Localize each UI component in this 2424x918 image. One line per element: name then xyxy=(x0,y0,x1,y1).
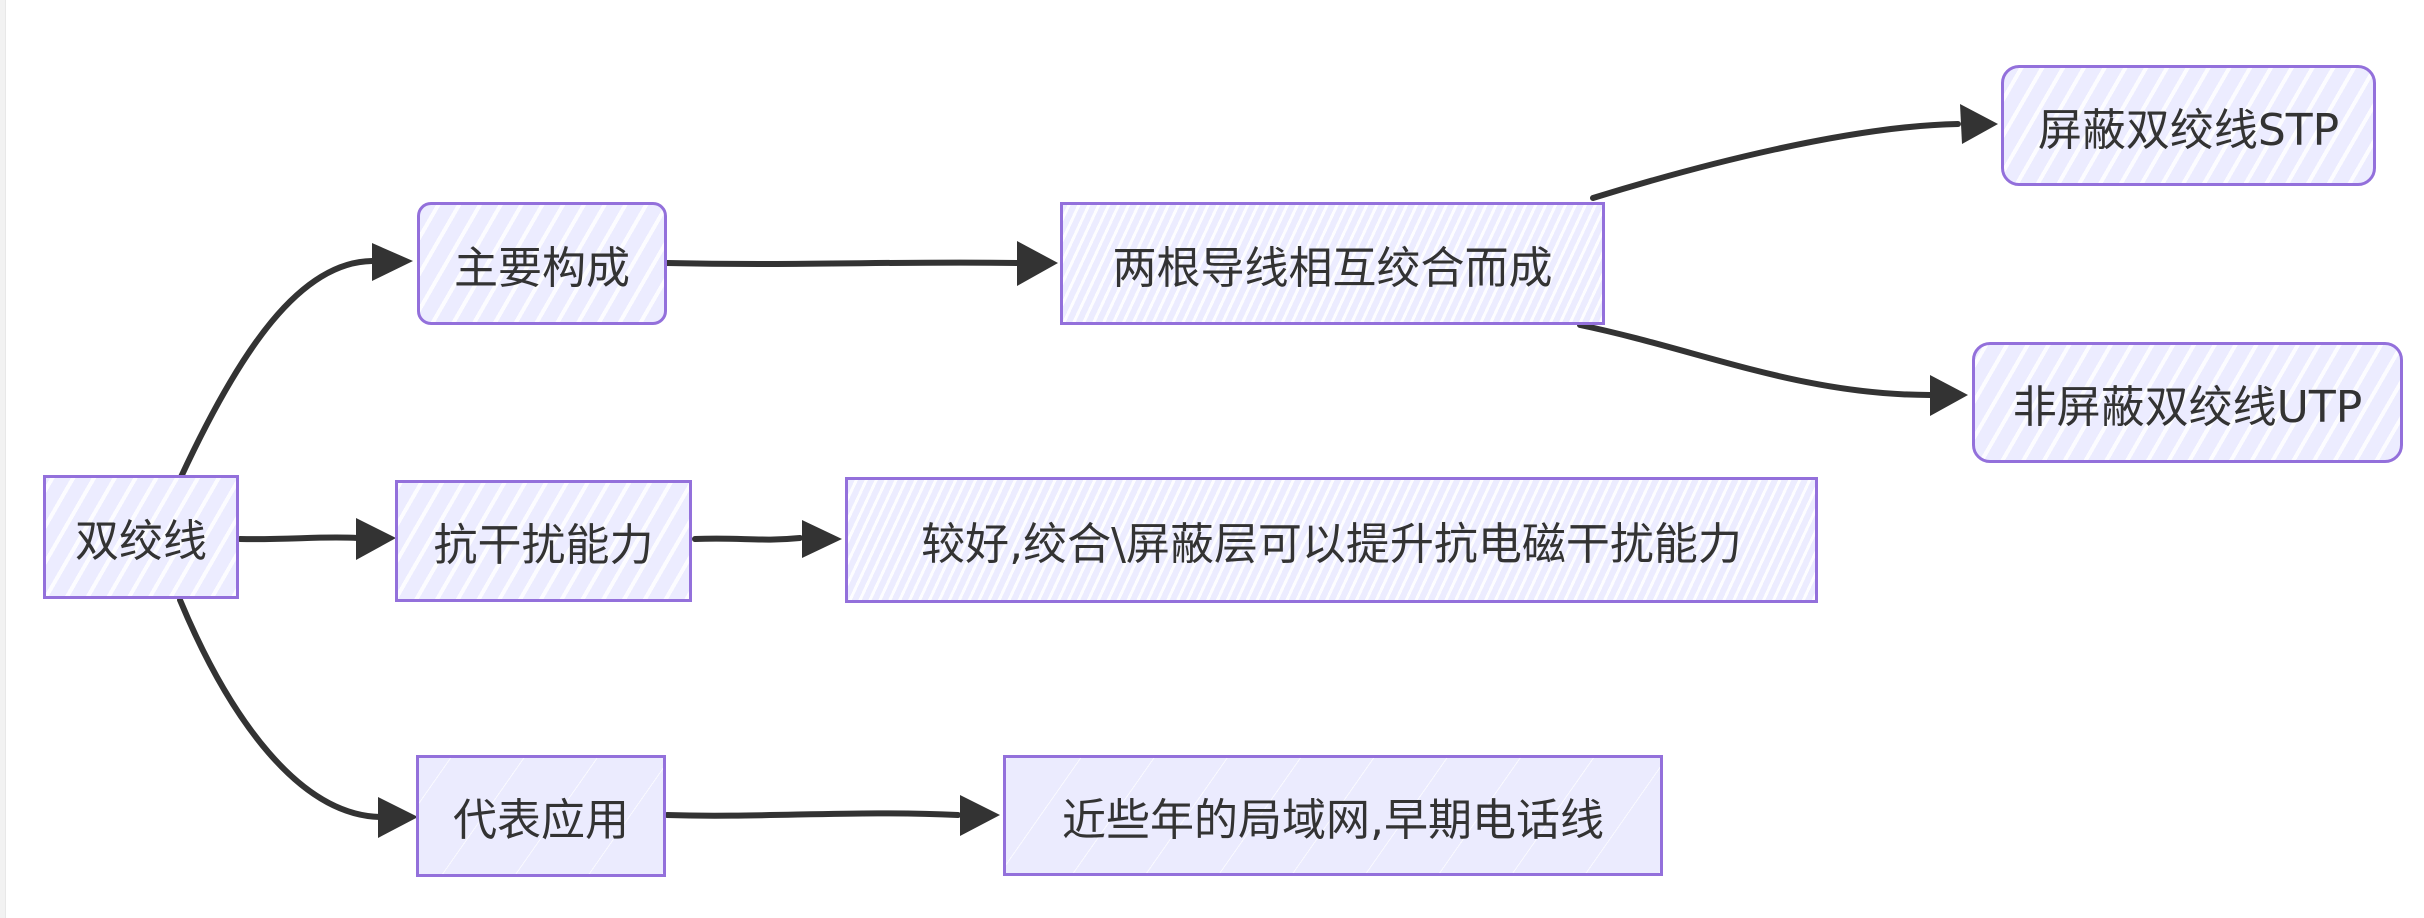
node-utp-label: 非屏蔽双绞线UTP xyxy=(2012,381,2363,433)
node-composition[interactable]: 主要构成 xyxy=(417,202,667,325)
node-composition-label: 主要构成 xyxy=(454,242,630,294)
node-application-label: 代表应用 xyxy=(453,795,629,846)
edge-interference-to-detail xyxy=(692,535,803,543)
node-interference-label: 抗干扰能力 xyxy=(433,520,654,571)
edge-detail-to-stp xyxy=(1590,121,1961,201)
node-stp-label: 屏蔽双绞线STP xyxy=(2037,104,2340,156)
arrowhead-icon xyxy=(1017,241,1058,286)
edge-composition-to-detail xyxy=(664,259,1021,267)
node-interference[interactable]: 抗干扰能力 xyxy=(395,480,692,602)
node-interference-detail[interactable]: 较好,绞合\屏蔽层可以提升抗电磁干扰能力 xyxy=(845,477,1818,603)
node-application[interactable]: 代表应用 xyxy=(416,755,666,877)
node-utp[interactable]: 非屏蔽双绞线UTP xyxy=(1972,342,2403,463)
node-composition-detail-label: 两根导线相互绞合而成 xyxy=(1112,242,1553,294)
arrowhead-icon xyxy=(1960,104,1998,144)
arrowhead-icon xyxy=(378,797,418,838)
edge-root-to-composition xyxy=(178,258,375,480)
node-application-detail[interactable]: 近些年的局域网,早期电话线 xyxy=(1003,755,1663,876)
edge-application-to-detail xyxy=(664,810,961,819)
arrowhead-icon xyxy=(372,243,413,281)
canvas-left-border xyxy=(0,0,6,918)
arrowhead-icon xyxy=(1930,375,1968,416)
node-composition-detail[interactable]: 两根导线相互绞合而成 xyxy=(1060,202,1605,325)
node-application-detail-label: 近些年的局域网,早期电话线 xyxy=(1062,794,1604,846)
edge-detail-to-utp xyxy=(1577,322,1933,398)
node-interference-detail-label: 较好,绞合\屏蔽层可以提升抗电磁干扰能力 xyxy=(921,519,1742,570)
arrowhead-icon xyxy=(802,520,842,558)
node-stp[interactable]: 屏蔽双绞线STP xyxy=(2001,65,2376,186)
arrowhead-icon xyxy=(356,518,396,560)
node-root-label: 双绞线 xyxy=(75,516,207,567)
node-root[interactable]: 双绞线 xyxy=(43,475,239,599)
arrowhead-icon xyxy=(960,795,1000,836)
edge-root-to-application xyxy=(177,597,383,820)
edge-root-to-interference xyxy=(237,534,361,543)
